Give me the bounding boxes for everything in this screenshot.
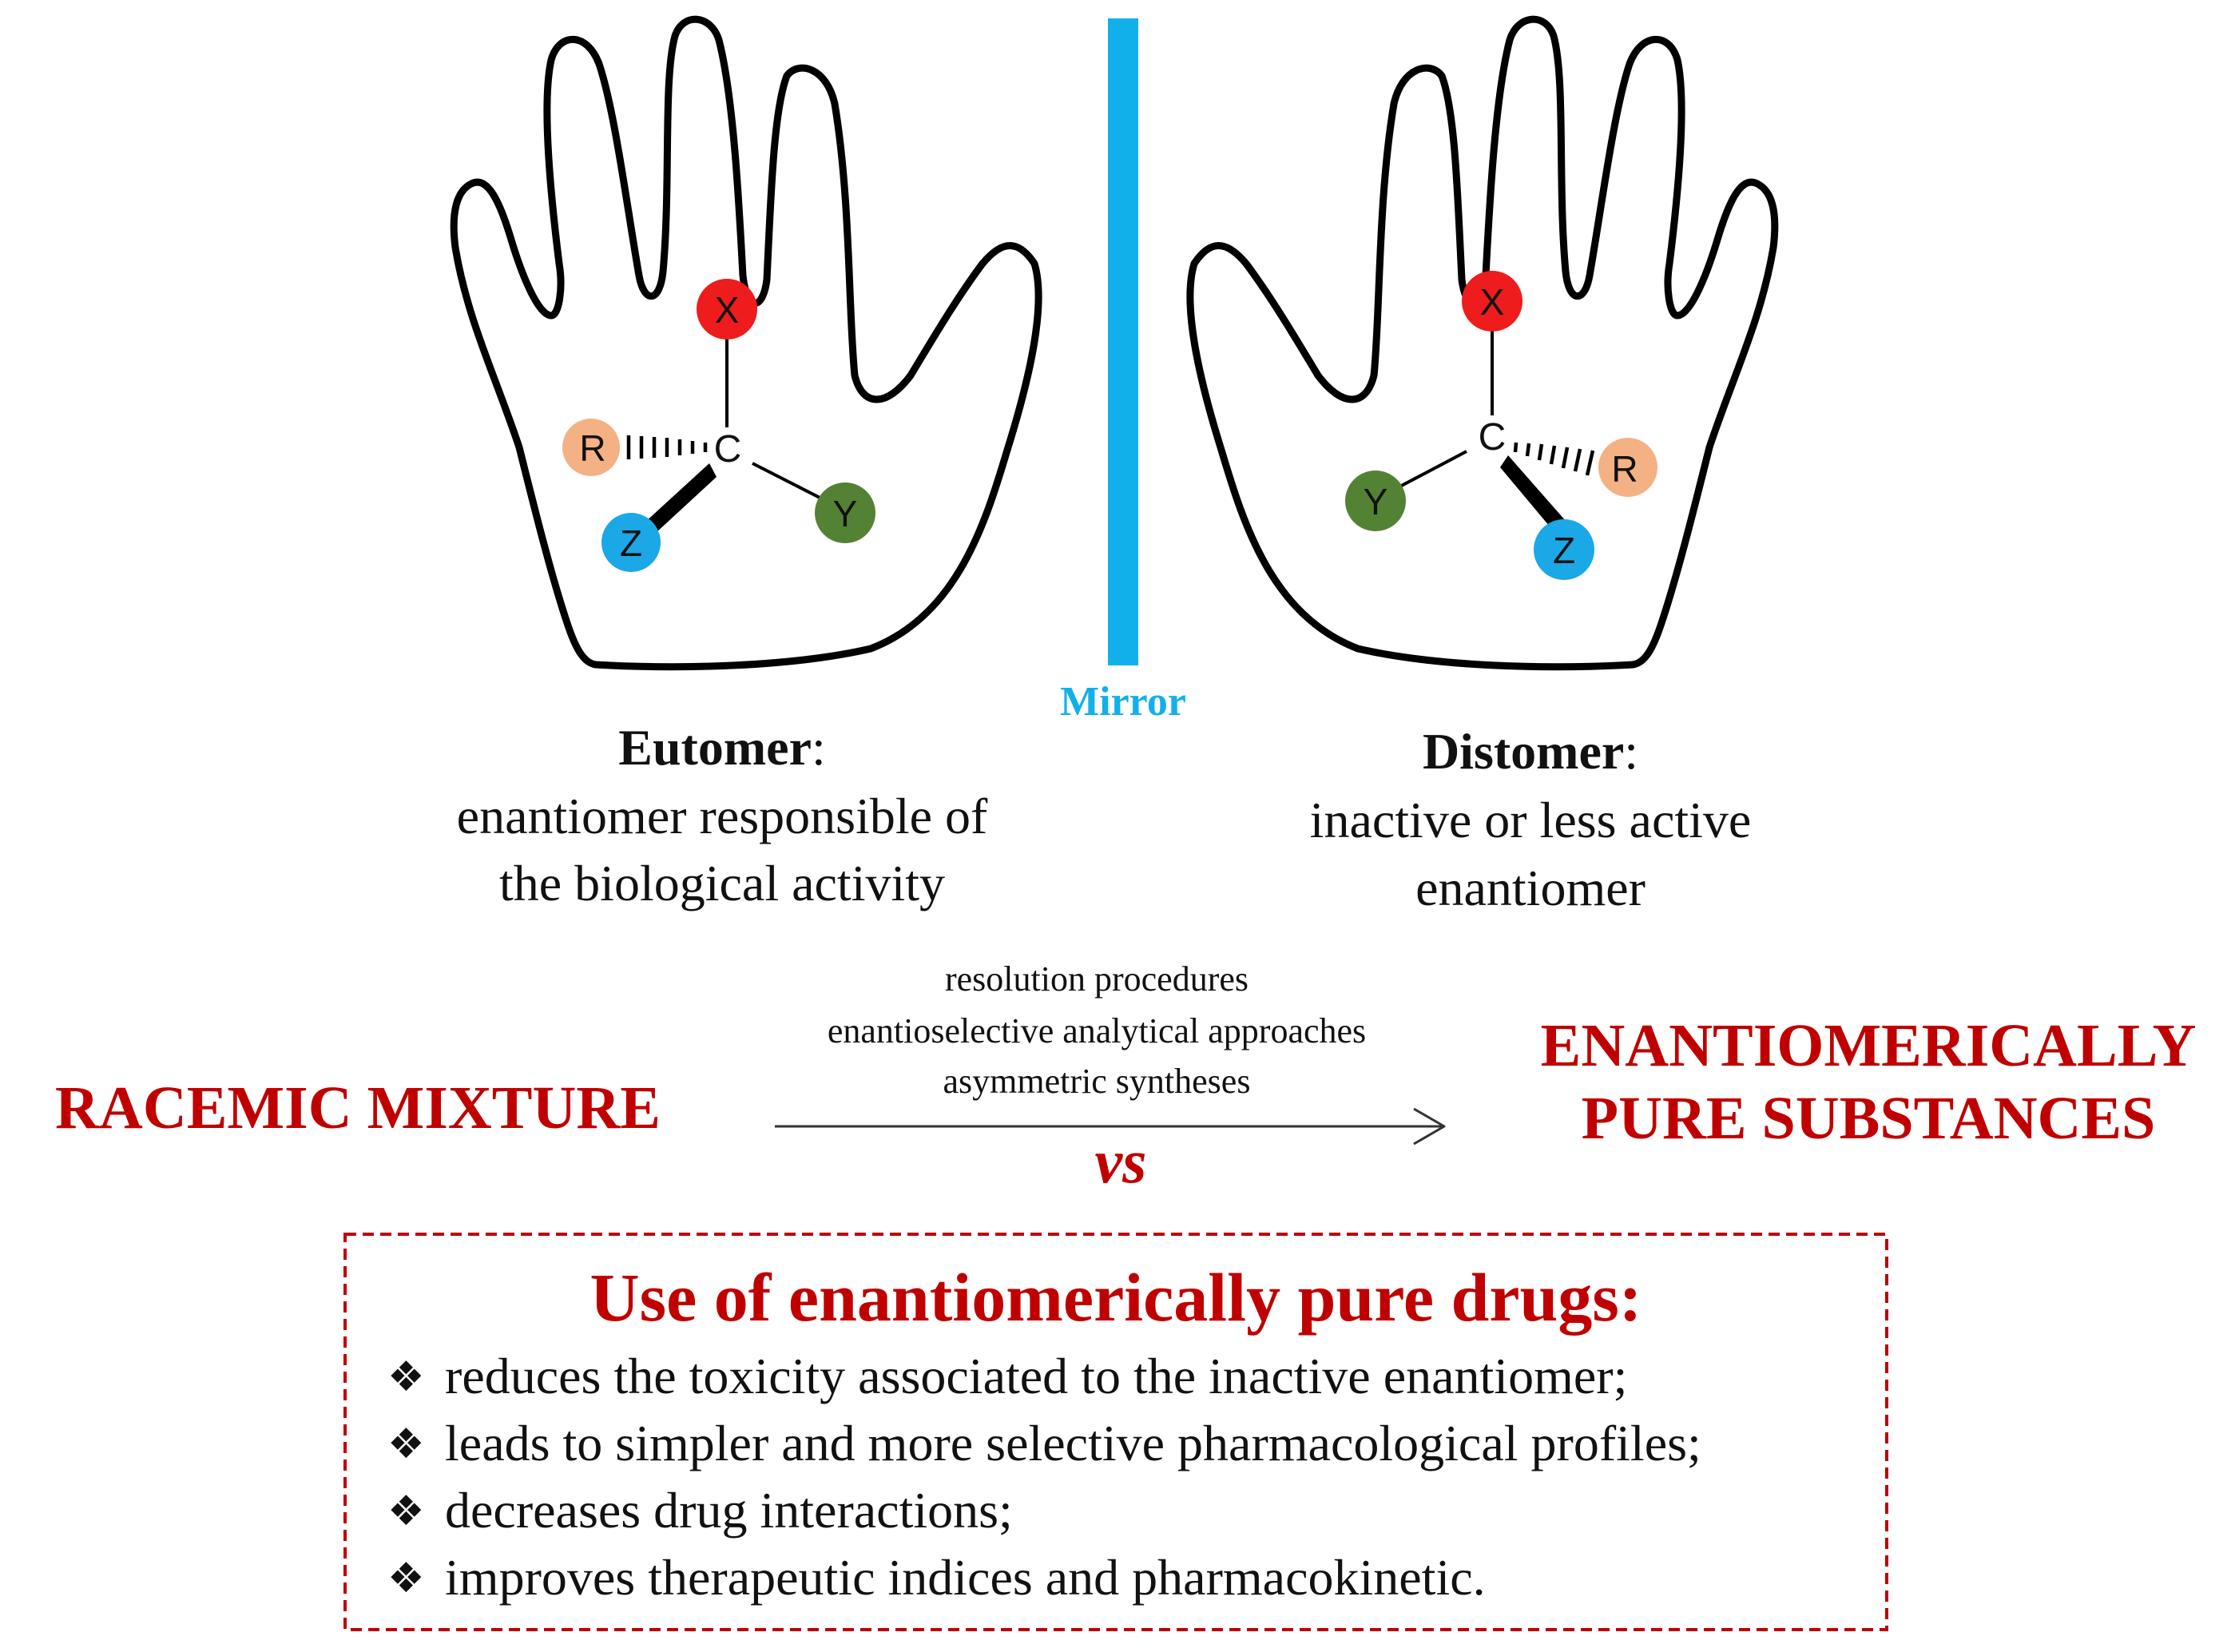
atom-x-circle [1462,271,1522,332]
benefit-text: decreases drug interactions; [445,1482,1013,1539]
eutomer-title: Eutomer: [618,719,826,776]
atom-y-label: Y [1364,481,1388,522]
eutomer-molecule: X R Y Z C [562,279,875,572]
distomer-title: Distomer: [1423,723,1638,780]
pure-substances-line2: PURE SUBSTANCES [1582,1085,2156,1152]
atom-r-circle [562,419,620,476]
bullet-icon: ❖ [387,1420,425,1468]
benefit-item: ❖ leads to simpler and more selective ph… [387,1415,1701,1471]
hashed-bond-c-r [1513,442,1595,476]
atom-c-label: C [1479,416,1507,459]
procedure-2: enantioselective analytical approaches [828,1011,1366,1050]
vs-label: vs [1095,1126,1147,1196]
atom-r-circle [1598,438,1657,497]
distomer-desc-line1: inactive or less active [1310,792,1752,848]
benefit-item: ❖ decreases drug interactions; [387,1482,1013,1539]
atom-x-label: X [1480,281,1505,323]
pure-substances-line1: ENANTIOMERICALLY [1541,1012,2197,1079]
atom-z-label: Z [1553,530,1575,571]
atom-r-label: R [579,427,605,469]
benefit-text: improves therapeutic indices and pharmac… [445,1549,1486,1606]
distomer-molecule: X R Y Z C [1345,271,1657,580]
atom-y-label: Y [833,493,858,534]
procedure-3: asymmetric syntheses [943,1062,1251,1101]
benefits-box [343,1233,1888,1631]
wedge-bond-c-z [1500,455,1566,531]
racemic-mixture-label: RACEMIC MIXTURE [55,1074,661,1142]
benefit-item: ❖ reduces the toxicity associated to the… [387,1348,1627,1404]
atom-z-label: Z [620,522,642,564]
atom-x-label: X [715,289,740,331]
bullet-icon: ❖ [387,1487,425,1535]
atom-x-circle [697,279,757,340]
eutomer-desc-line1: enantiomer responsible of [457,788,988,844]
procedure-1: resolution procedures [945,959,1249,999]
atom-y-circle [815,482,875,543]
distomer-hand: X R Y Z C [1190,19,1775,667]
distomer-desc-line2: enantiomer [1415,860,1646,916]
wedge-bond-c-z [644,463,717,534]
atom-r-label: R [1611,448,1638,490]
benefits-title: Use of enantiomerically pure drugs: [590,1259,1642,1336]
right-hand-outline [1190,19,1775,667]
benefit-item: ❖ improves therapeutic indices and pharm… [387,1549,1486,1606]
benefit-text: leads to simpler and more selective phar… [445,1415,1701,1471]
mirror-label: Mirror [1060,679,1186,725]
eutomer-desc-line2: the biological activity [499,855,945,911]
left-hand-outline [454,19,1038,667]
bullet-icon: ❖ [387,1353,425,1401]
atom-c-label: C [714,428,742,471]
atom-z-circle [1534,519,1594,580]
atom-y-circle [1345,471,1406,531]
process-arrow [775,1107,1446,1146]
hashed-bond-c-r [626,435,708,459]
bullet-icon: ❖ [387,1555,425,1602]
atom-z-circle [601,513,661,572]
bond-c-y [752,462,832,505]
benefit-text: reduces the toxicity associated to the i… [445,1348,1627,1404]
mirror-line [1108,18,1138,665]
eutomer-hand: X R Y Z C [454,19,1038,667]
bond-c-y [1393,450,1467,491]
